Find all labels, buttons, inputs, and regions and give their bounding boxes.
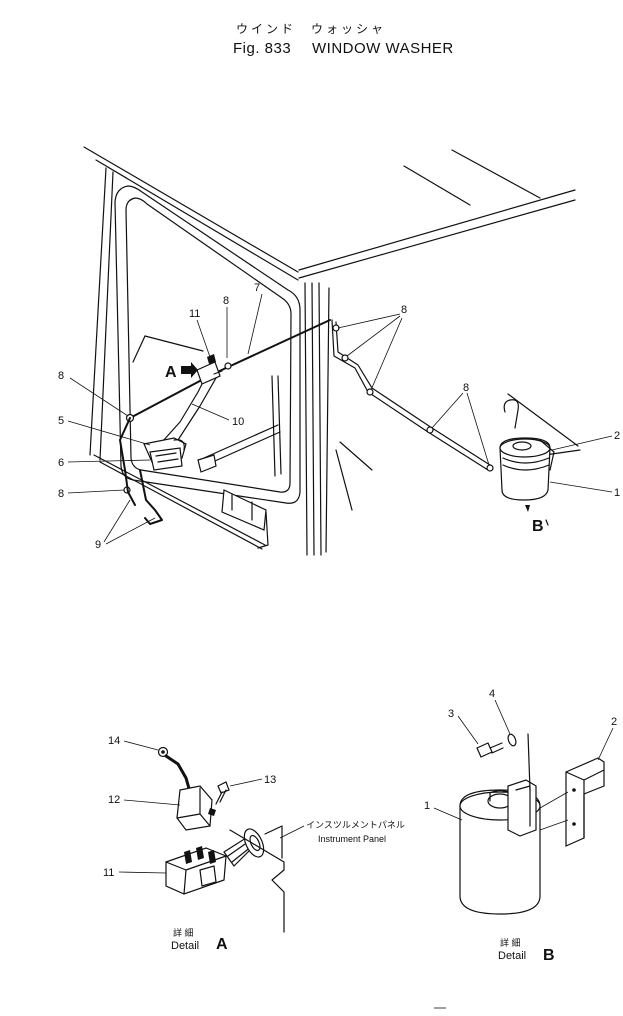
instrument-panel-label-en: Instrument Panel [318,834,386,844]
detail-a-callouts: 14 12 13 11 インスツルメントパネル Instrument Panel… [103,735,405,953]
instrument-panel-label-jp: インスツルメントパネル [306,820,405,830]
callout-6: 6 [58,457,64,469]
view-a-arrow-icon [181,362,198,378]
detail-a-caption-jp: 詳 細 [173,927,194,938]
detail-b-drawing [459,733,605,915]
detail-a-caption-letter: A [216,936,228,953]
callout-1: 1 [614,487,620,499]
detail-b-callouts: 4 3 2 1 詳 細 Detail B [424,688,617,964]
view-b-arrow-icon [525,505,530,512]
washer-tank-main [499,399,555,512]
mounting-bracket-icon [565,757,605,847]
figure-title: WINDOW WASHER [312,40,454,57]
detail-b-caption-en: Detail [498,950,526,962]
detail-a-callout-14: 14 [108,735,120,747]
hose-clamp-icon [486,464,494,472]
callout-7: 7 [254,282,260,294]
bolt-icon [476,742,493,758]
callout-8-right-top: 8 [401,304,407,316]
title-japanese: ウインド ウォッシャ [236,22,386,36]
detail-b-callout-4: 4 [489,688,495,700]
hose-clamp-icon [366,388,374,396]
callout-9: 9 [95,539,101,551]
detail-a-callout-13: 13 [264,774,276,786]
callout-5: 5 [58,415,64,427]
callout-2: 2 [614,430,620,442]
figure-number: Fig. 833 [233,40,291,57]
detail-a-caption-en: Detail [171,940,199,952]
callout-8-top: 8 [223,295,229,307]
view-b-label: B [532,518,544,535]
detail-a-callout-12: 12 [108,794,120,806]
relay-connector-parts [143,437,187,471]
main-view-callouts: 7 8 11 A 8 10 5 6 8 9 8 8 2 [58,282,620,551]
inner-mount-brackets [197,375,282,549]
view-a-label: A [165,364,177,381]
hose-clamp-icon [426,426,434,434]
detail-b-caption-letter: B [543,947,555,964]
detail-b-caption-jp: 詳 細 [500,937,521,948]
callout-10: 10 [232,416,244,428]
washer-hose [123,319,494,494]
callout-11: 11 [189,308,200,320]
detail-b-callout-1: 1 [424,800,430,812]
callout-8-left-bottom: 8 [58,488,64,500]
detail-a-drawing [157,746,285,933]
detail-b-callout-3: 3 [448,708,454,720]
callout-8-right-mid: 8 [463,382,469,394]
detail-b-callout-2: 2 [611,716,617,728]
hose-clamp-icon [341,354,349,362]
hose-clamp-icon [224,362,232,370]
lock-washer-icon [507,733,517,747]
detail-a-callout-11: 11 [103,867,114,879]
callout-8-left-top: 8 [58,370,64,382]
washer-switch-assembly [181,354,223,385]
